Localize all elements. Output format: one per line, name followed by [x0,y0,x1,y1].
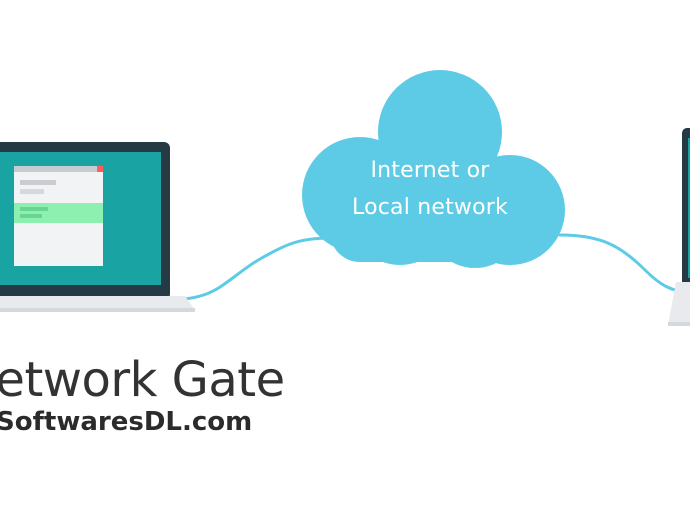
product-caption: Network Gate [0,352,285,408]
cable-right [558,233,690,294]
cable-left [163,236,332,302]
watermark-text: SoftwaresDL.com [0,407,253,437]
laptop-right-icon [668,128,690,326]
cloud-label-line1: Internet or [370,158,490,183]
laptop-left-icon [0,142,195,312]
cloud-label-line2: Local network [352,195,508,220]
cloud-icon [302,70,565,268]
